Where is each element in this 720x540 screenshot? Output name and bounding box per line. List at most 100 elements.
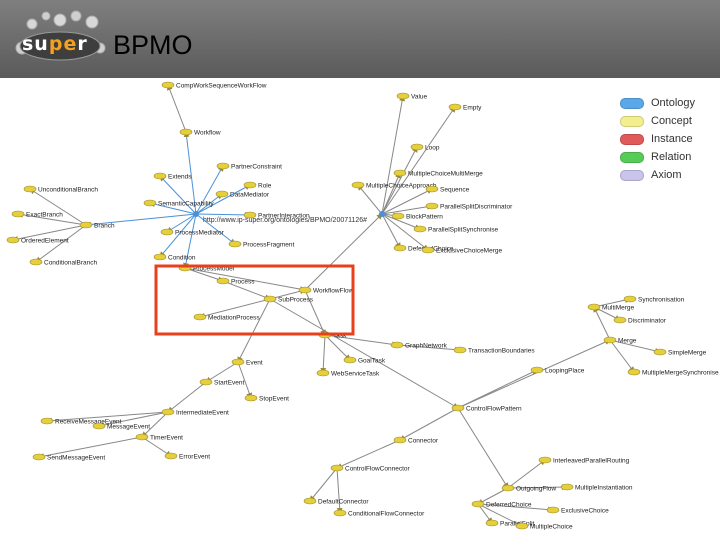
graph-node-msgevent[interactable]: MessageEvent	[92, 422, 150, 431]
graph-node-transboundaries[interactable]: TransactionBoundaries	[453, 346, 535, 355]
graph-edge	[237, 298, 271, 363]
graph-node-extends[interactable]: Extends	[153, 172, 192, 181]
graph-node-subprocess[interactable]: SubProcess	[263, 295, 314, 304]
graph-edge	[199, 298, 271, 319]
graph-node-sendmsg[interactable]: SendMessageEvent	[32, 453, 105, 462]
graph-node-merge[interactable]: Merge	[603, 336, 637, 345]
graph-node-empty[interactable]: Empty	[448, 103, 482, 112]
node-label: DefaultConnector	[318, 499, 369, 506]
graph-node-mcmerge[interactable]: MultipleChoiceMultiMerge	[393, 169, 483, 178]
graph-edge	[609, 339, 661, 354]
graph-edge	[396, 344, 461, 353]
graph-node-cfconnector[interactable]: ControlFlowConnector	[330, 464, 411, 473]
graph-node-medproc[interactable]: MediationProcess	[193, 313, 260, 322]
graph-node-eventtop[interactable]: Event	[231, 358, 263, 367]
node-label: ControlFlowPattern	[466, 406, 522, 413]
graph-node-pardisc[interactable]: ParallelSplitDiscriminator	[425, 202, 513, 211]
graph-node-unconbranch[interactable]: UnconditionalBranch	[23, 185, 98, 194]
node-label: UnconditionalBranch	[38, 187, 98, 194]
graph-node-partnercons[interactable]: PartnerConstraint	[216, 162, 282, 171]
node-label: ReceiveMessageEvent	[55, 419, 122, 426]
graph-node-discriminator[interactable]: Discriminator	[613, 316, 667, 325]
legend-item-ontology: Ontology	[620, 94, 708, 112]
graph-node-goaltask[interactable]: GoalTask	[343, 356, 386, 365]
legend-item-instance: Instance	[620, 130, 708, 148]
node-marker	[298, 286, 312, 294]
node-label: MultipleInstantiation	[575, 485, 633, 492]
node-marker	[343, 356, 357, 364]
graph-node-mcapproach[interactable]: MultipleChoiceApproach	[351, 181, 437, 190]
graph-node-workflow[interactable]: Workflow	[179, 128, 221, 137]
graph-node-value[interactable]: Value	[396, 92, 428, 101]
node-label: Merge	[618, 338, 637, 345]
graph-node-condbranch[interactable]: ConditionalBranch	[29, 258, 98, 267]
graph-node-simplemerge[interactable]: SimpleMerge	[653, 348, 707, 357]
graph-node-procfrag[interactable]: ProcessFragment	[228, 240, 294, 249]
node-marker	[448, 103, 462, 111]
graph-node-exactbranch[interactable]: ExactBranch	[11, 210, 63, 219]
graph-edge	[381, 95, 406, 215]
graph-node-interleaved[interactable]: InterleavedParallelRouting	[538, 456, 630, 465]
legend-label: Concept	[651, 115, 692, 127]
graph-node-cfpattern[interactable]: ControlFlowPattern	[451, 404, 522, 413]
graph-node-connector[interactable]: Connector	[393, 436, 439, 445]
graph-node-wfflow[interactable]: WorkflowFlow	[298, 286, 354, 295]
graph-node-condflowconn[interactable]: ConditionalFlowConnector	[333, 509, 425, 518]
graph-node-process[interactable]: Process	[216, 277, 255, 286]
node-label: SemanticCapability	[158, 201, 214, 208]
graph-node-loop[interactable]: Loop	[410, 143, 440, 152]
node-label: MultipleChoice	[530, 524, 573, 531]
node-label: LoopingPlace	[545, 368, 585, 375]
graph-node-deferredchoice2[interactable]: DeferredChoice	[471, 500, 532, 509]
graph-edge	[477, 503, 554, 513]
graph-node-sequence[interactable]: Sequence	[425, 185, 470, 194]
node-marker	[330, 464, 344, 472]
graph-node-orderedel[interactable]: OrderedElement	[6, 236, 69, 245]
graph-node-outgoingflow[interactable]: OutgoingFlow	[501, 484, 556, 493]
legend-item-concept: Concept	[620, 112, 708, 130]
node-label: PartnerInteraction	[258, 213, 310, 220]
graph-node-parsync[interactable]: ParallelSplitSynchronise	[413, 225, 498, 234]
graph-node-graphnet[interactable]: GraphNetwork	[390, 341, 448, 350]
graph-edge	[195, 184, 251, 215]
graph-node-timeevent[interactable]: TimerEvent	[135, 433, 183, 442]
node-marker	[351, 181, 365, 189]
graph-node-condition[interactable]: Condition	[153, 253, 196, 262]
graph-node-datamed[interactable]: DataMediator	[215, 190, 270, 199]
graph-node-exclmerge[interactable]: ExclusiveChoiceMerge	[421, 246, 502, 255]
graph-node-multiplechoice[interactable]: MultipleChoice	[515, 522, 573, 531]
graph-node-loopinghole[interactable]: LoopingPlace	[530, 366, 585, 375]
graph-node-intermediate[interactable]: IntermediateEvent	[161, 408, 229, 417]
node-label: Task	[333, 333, 347, 340]
graph-edge	[166, 213, 197, 233]
legend-label: Relation	[651, 151, 692, 163]
node-label: SubProcess	[278, 297, 314, 304]
graph-node-webservicetask[interactable]: WebServiceTask	[316, 369, 380, 378]
graph-node-errorevent[interactable]: ErrorEvent	[164, 452, 210, 461]
graph-node-partnerint[interactable]: PartnerInteraction	[243, 211, 310, 220]
graph-node-exclusivechoice[interactable]: ExclusiveChoice	[546, 506, 609, 515]
graph-node-startevent[interactable]: StartEvent	[199, 378, 245, 387]
legend-label: Axiom	[651, 169, 682, 181]
graph-node-multinstantiation[interactable]: MultipleInstantiation	[560, 483, 633, 492]
graph-node-seqwf[interactable]: CompWorkSequenceWorkFlow	[161, 81, 267, 90]
ontology-graph[interactable]: http://www.ip-super.org/ontologies/BPMO/…	[0, 78, 720, 540]
node-marker	[79, 221, 93, 229]
graph-node-blockpattern[interactable]: BlockPattern	[391, 212, 443, 221]
graph-edge	[320, 334, 327, 374]
graph-node-synchronisation[interactable]: Synchronisation	[623, 295, 685, 304]
graph-node-procmed[interactable]: ProcessMediator	[160, 228, 225, 237]
node-marker	[410, 143, 424, 151]
graph-node-defaultconn[interactable]: DefaultConnector	[303, 497, 369, 506]
graph-node-stopevent[interactable]: StopEvent	[244, 394, 289, 403]
graph-node-receivemsg[interactable]: ReceiveMessageEvent	[40, 417, 122, 426]
graph-node-semcap[interactable]: SemanticCapability	[143, 199, 214, 208]
graph-node-role[interactable]: Role	[243, 181, 272, 190]
graph-node-multimerge[interactable]: MultiMerge	[587, 303, 635, 312]
graph-node-branch[interactable]: Branch	[79, 221, 115, 230]
node-marker	[546, 506, 560, 514]
node-marker	[453, 346, 467, 354]
graph-node-multimergesync[interactable]: MultipleMergeSynchronise	[627, 368, 719, 377]
graph-edge	[237, 361, 253, 399]
node-marker	[485, 519, 499, 527]
